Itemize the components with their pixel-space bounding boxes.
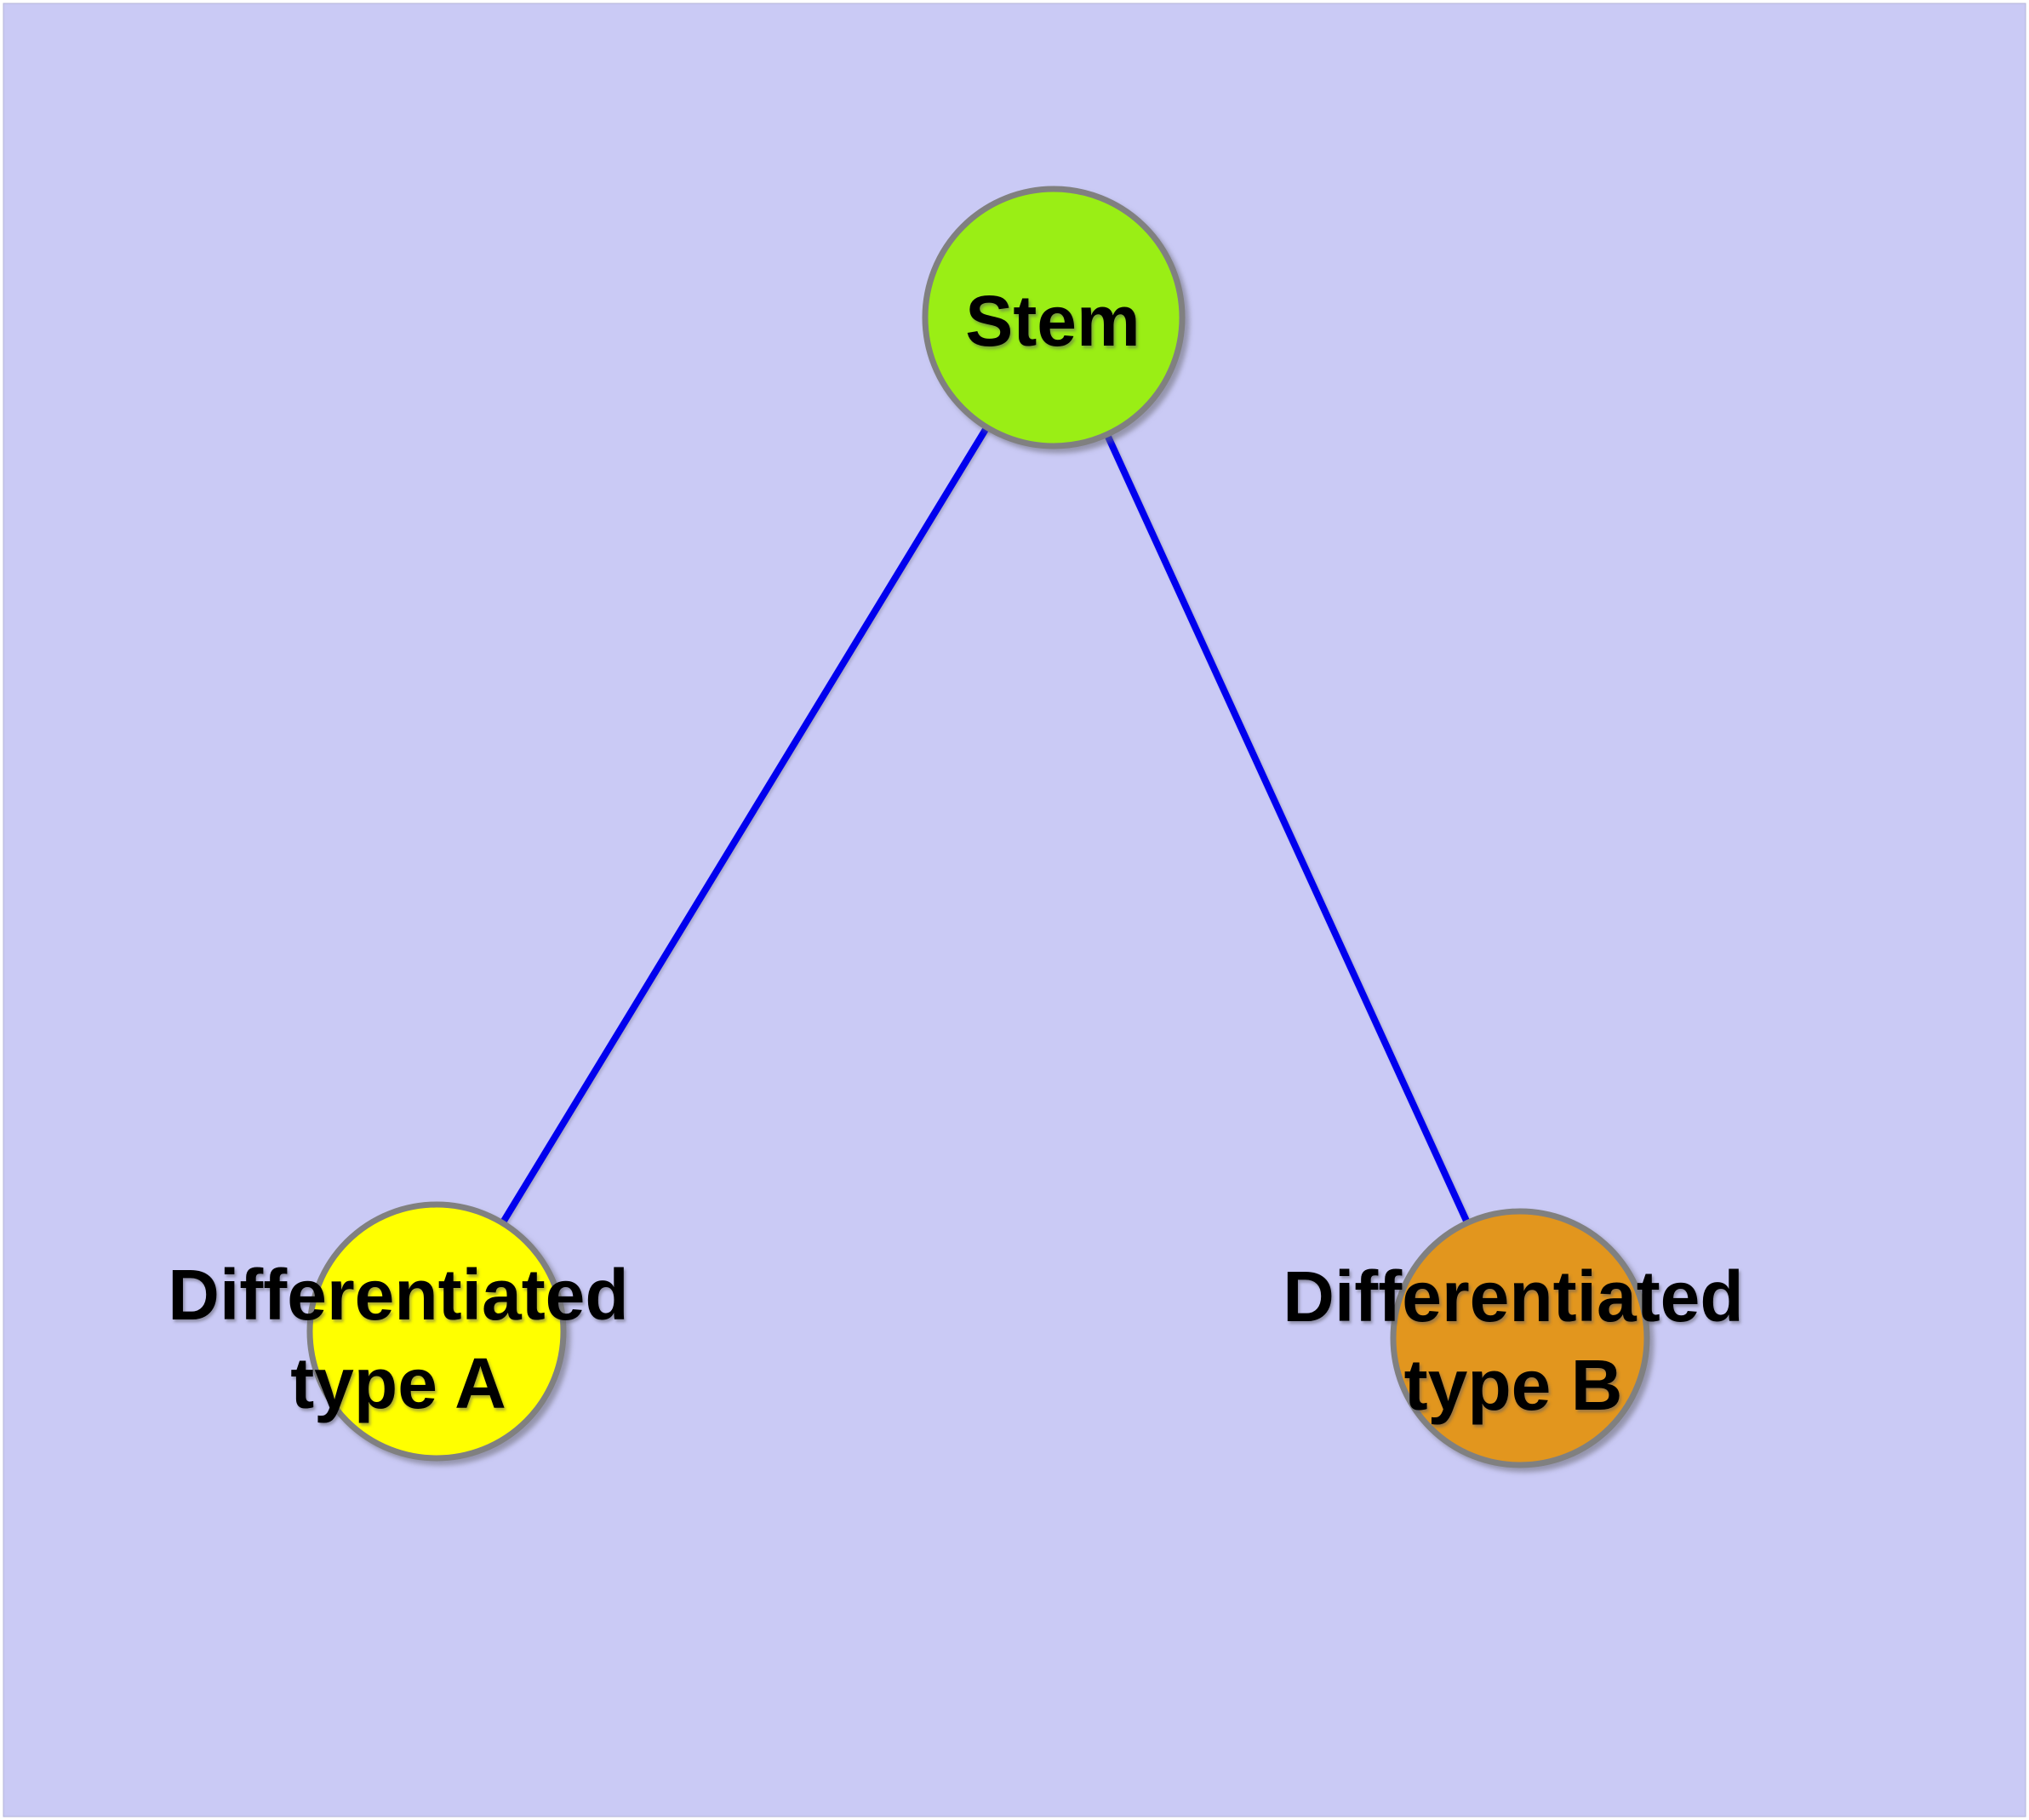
node-label-type-b-line2: type B (1403, 1345, 1623, 1425)
edge-stem-to-type-a (433, 315, 1057, 1334)
node-label-type-a-line2: type A (290, 1343, 506, 1423)
node-label-type-a: Differentiated type A (168, 1251, 628, 1428)
node-label-stem-line1: Stem (965, 281, 1140, 361)
node-type-a-circle (306, 1201, 567, 1462)
edge-stem-to-type-b (1050, 316, 1523, 1340)
node-stem-circle (922, 186, 1186, 449)
node-label-type-b: Differentiated type B (1283, 1252, 1743, 1429)
node-label-type-b-line1: Differentiated (1283, 1256, 1744, 1336)
node-label-stem: Stem (965, 277, 1140, 365)
node-label-type-a-line1: Differentiated (168, 1255, 629, 1335)
node-type-b-circle (1390, 1208, 1650, 1468)
